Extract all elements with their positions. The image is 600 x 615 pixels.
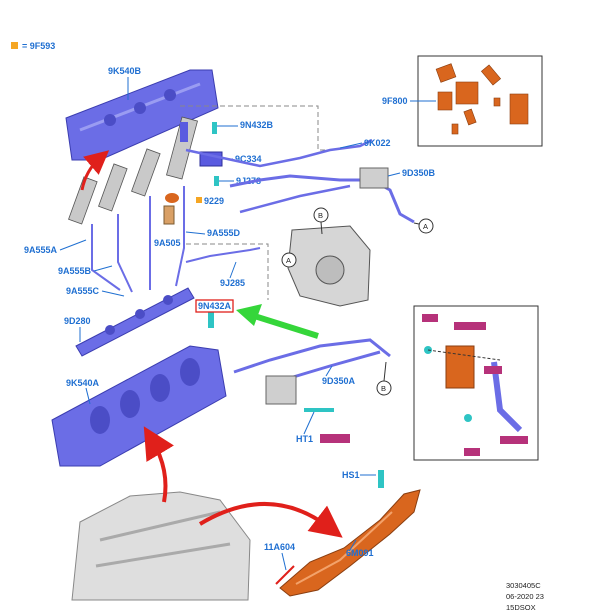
- connector-a-pump: A: [281, 252, 297, 268]
- svg-text:B: B: [381, 384, 386, 393]
- upper-intake-manifold-part: [65, 69, 219, 161]
- doc-code: 15DSOX: [506, 603, 536, 612]
- callout-HS1: HS1: [342, 470, 360, 480]
- callout-HT1: HT1: [296, 434, 313, 444]
- callout-9D280: 9D280: [64, 316, 91, 326]
- callout-9N432A: 9N432A: [198, 301, 232, 311]
- callout-9C334: 9C334: [235, 154, 262, 164]
- callout-9A555D: 9A555D: [207, 228, 241, 238]
- document-info: 3030405C 06-2020 23 15DSOX: [506, 581, 544, 612]
- connector-a-top: A: [418, 218, 434, 234]
- legend-text: = 9F593: [22, 41, 55, 51]
- legend: = 9F593: [11, 41, 55, 51]
- callout-9F800: 9F800: [382, 96, 408, 106]
- callout-9D350B: 9D350B: [402, 168, 436, 178]
- connector-b-lower: B: [376, 380, 392, 396]
- callout-9K540B: 9K540B: [108, 66, 142, 76]
- callout-9N432A-highlight: 9N432A: [195, 299, 234, 313]
- fuel-supply-pipe: [233, 338, 391, 394]
- callout-9J285: 9J285: [220, 278, 245, 288]
- bracket-detail-box: [413, 305, 539, 461]
- svg-text:B: B: [318, 211, 323, 220]
- callout-6M091: 6M091: [346, 548, 374, 558]
- fuel-rail: [75, 287, 195, 357]
- callout-9N432B: 9N432B: [240, 120, 274, 130]
- lower-intake-manifold-part: [51, 345, 227, 467]
- callout-9A555A: 9A555A: [24, 245, 58, 255]
- callout-11A604: 11A604: [264, 542, 295, 552]
- callout-9K540A: 9K540A: [66, 378, 100, 388]
- heat-shield-part: [279, 489, 421, 597]
- callout-9A505: 9A505: [154, 238, 181, 248]
- callout-9A555B: 9A555B: [58, 266, 92, 276]
- svg-text:A: A: [286, 256, 291, 265]
- injector-pipes: [91, 186, 261, 293]
- high-pressure-pump: [287, 225, 371, 307]
- kit-box-9F800: [417, 55, 543, 147]
- doc-number: 3030405C: [506, 581, 541, 590]
- callout-9229: 9229: [204, 196, 224, 206]
- legend-swatch: [11, 42, 18, 49]
- callout-9K022: 9K022: [364, 138, 391, 148]
- doc-date: 06-2020 23: [506, 592, 544, 601]
- svg-text:A: A: [423, 222, 428, 231]
- callout-9D350A: 9D350A: [322, 376, 356, 386]
- connector-b-top: B: [313, 207, 329, 223]
- fuel-injectors: [68, 116, 198, 225]
- callout-9A555C: 9A555C: [66, 286, 100, 296]
- engine-block: [71, 491, 251, 601]
